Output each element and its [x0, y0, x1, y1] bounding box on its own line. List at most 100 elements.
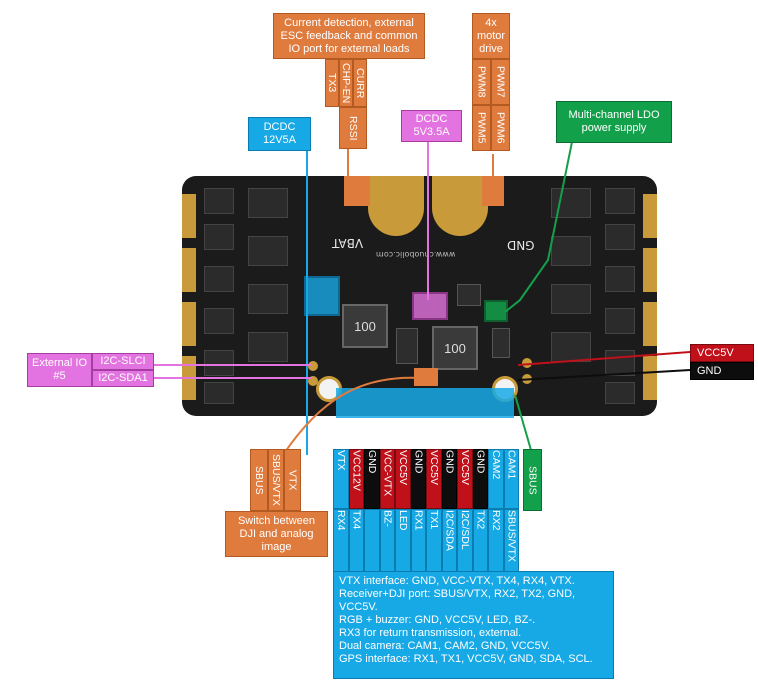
capacitor [396, 328, 418, 364]
ldo-label: Multi-channel LDO power supply [556, 101, 672, 143]
motor-pad [643, 248, 657, 292]
mosfet-chip [204, 308, 234, 334]
pin-label-top: GND [441, 449, 457, 509]
switch-pin-sbus-vtx: SBUS/VTX [268, 449, 284, 511]
external-io-label: External IO #5 [27, 353, 92, 387]
pin-label-top: GND [410, 449, 426, 509]
mosfet-chip [551, 332, 591, 362]
pin-label-bottom: SBUS/VTX [503, 509, 519, 572]
motor-pad [643, 194, 657, 238]
connector-line [517, 369, 691, 381]
gnd-right-label: GND [690, 362, 754, 380]
info-line: Dual camera: CAM1, CAM2, GND, VCC5V. [339, 640, 551, 652]
mosfet-chip [605, 308, 635, 334]
i2c-scl-label: I2C-SLCI [92, 353, 154, 370]
mosfet-chip [551, 236, 591, 266]
interface-info-box: VTX interface: GND, VCC-VTX, TX4, RX4, V… [333, 571, 614, 679]
mosfet-chip [248, 332, 288, 362]
pin-label-top: CAM2 [488, 449, 504, 509]
info-line: RGB + buzzer: GND, VCC5V, LED, BZ-. [339, 614, 536, 626]
connector-line [517, 351, 691, 366]
info-line: VTX interface: GND, VCC-VTX, TX4, RX4, V… [339, 575, 575, 587]
mosfet-chip [605, 350, 635, 376]
info-line: RX3 for return transmission, external. [339, 627, 522, 639]
current-io-pads [344, 176, 370, 206]
mosfet-chip [248, 188, 288, 218]
mosfet-chip [605, 382, 635, 404]
pin-rssi: RSSI [339, 107, 367, 149]
mosfet-chip [204, 266, 234, 292]
capacitor [457, 284, 481, 306]
mosfet-chip [551, 284, 591, 314]
pin-label-bottom [364, 509, 380, 572]
mosfet-chip [204, 188, 234, 214]
bottom-pin-header [336, 388, 514, 418]
connector-line [514, 394, 532, 451]
i2c-sda-label: I2C-SDA1 [92, 370, 154, 387]
switch-pin-sbus: SBUS [250, 449, 268, 511]
vcc5v-right-label: VCC5V [690, 344, 754, 362]
pin-label-top: GND [364, 449, 380, 509]
motor-pad [182, 194, 196, 238]
dcdc-5v-chip [412, 292, 448, 320]
pin-label-bottom: TX2 [472, 509, 488, 572]
inductor-12v: 100 [342, 304, 388, 348]
dcdc-12v-label: DCDC 12V5A [248, 117, 311, 151]
pin-label-top: CAM1 [503, 449, 519, 509]
mosfet-chip [605, 266, 635, 292]
info-line: Receiver+DJI port: SBUS/VTX, RX2, TX2, G… [339, 588, 576, 600]
inductor-value: 100 [354, 318, 376, 334]
motor-pad [182, 248, 196, 292]
pin-pwm5: PWM5 [472, 105, 491, 151]
motor-pad [643, 302, 657, 346]
pin-label-bottom: TX1 [426, 509, 442, 572]
mosfet-chip [605, 224, 635, 250]
vbat-pad [368, 176, 424, 236]
pin-label-bottom: RX4 [333, 509, 349, 572]
current-detection-label: Current detection, external ESC feedback… [273, 13, 425, 59]
motor-drive-label: 4x motor drive [472, 13, 510, 59]
pin-curr: CURR [353, 59, 367, 107]
vcc-pad [522, 358, 532, 368]
mosfet-chip [605, 188, 635, 214]
mosfet-chip [204, 224, 234, 250]
connector-line [282, 376, 421, 456]
sbus-right-label: SBUS [523, 449, 542, 511]
pin-tx3: TX3 [325, 59, 339, 107]
pin-pwm6: PWM6 [491, 105, 510, 151]
pin-label-top: VCC12V [348, 449, 364, 509]
pin-label-bottom: I2C/SDL [457, 509, 473, 572]
flight-controller-board: VBAT GND www.chuobolic.com 100 100 [182, 176, 657, 418]
pin-chp-en: CHP-EN [339, 59, 353, 107]
ext-io-pad [308, 376, 318, 386]
motor-pad [182, 302, 196, 346]
ext-io-pad [308, 361, 318, 371]
dcdc-12v-chip [304, 276, 340, 316]
pin-label-top: VCC5V [457, 449, 473, 509]
switch-pads [414, 368, 438, 386]
motor-pwm-pads [482, 176, 504, 206]
dcdc-5v-label: DCDC 5V3.5A [401, 110, 462, 142]
inductor-value: 100 [444, 340, 466, 356]
switch-pin-vtx: VTX [284, 449, 301, 511]
mosfet-chip [248, 236, 288, 266]
pin-pwm7: PWM7 [491, 59, 510, 105]
inductor-5v: 100 [432, 326, 478, 370]
pin-label-bottom: TX4 [348, 509, 364, 572]
mosfet-chip [204, 350, 234, 376]
pin-label-bottom: I2C/SDA [441, 509, 457, 572]
info-line: GPS interface: RX1, TX1, VCC5V, GND, SDA… [339, 653, 593, 665]
motor-pad [643, 356, 657, 400]
pin-label-bottom: RX1 [410, 509, 426, 572]
pin-pwm8: PWM8 [472, 59, 491, 105]
pin-label-top: VTX [333, 449, 349, 509]
pin-label-top: GND [472, 449, 488, 509]
mosfet-chip [248, 284, 288, 314]
info-line: VCC5V. [339, 601, 378, 613]
pin-label-top: VCC-VTX [379, 449, 395, 509]
pin-label-top: VCC5V [395, 449, 411, 509]
gnd-pad [432, 176, 488, 236]
connector-line [504, 141, 573, 313]
mosfet-chip [204, 382, 234, 404]
pin-label-bottom: RX2 [488, 509, 504, 572]
